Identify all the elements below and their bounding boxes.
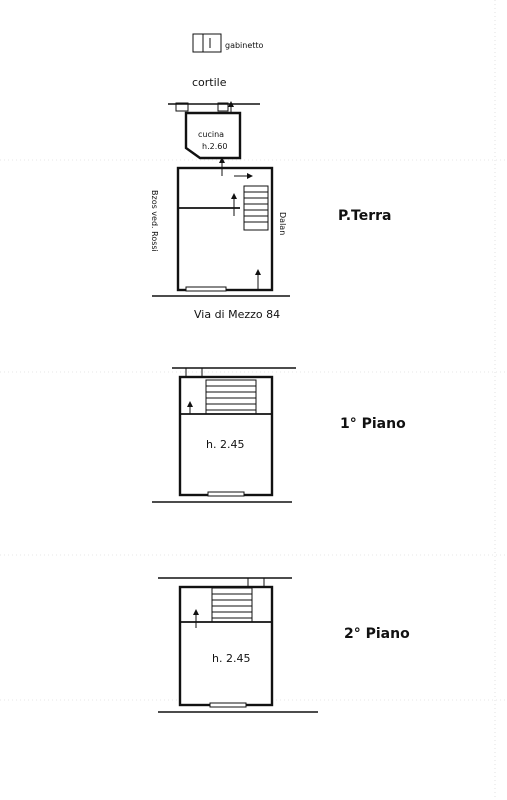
- left-neighbor-label: Bzos ved. Rossi: [150, 190, 159, 252]
- ground-floor-plan: cucina h.2.60 Bzos ved. Rossi Dalan Via …: [150, 101, 290, 321]
- right-neighbor-label: Dalan: [278, 212, 287, 235]
- second-floor-plan: h. 2.45: [158, 577, 318, 713]
- ground-floor-title: P.Terra: [338, 208, 391, 224]
- first-floor-height: h. 2.45: [206, 438, 244, 451]
- kitchen-height: h.2.60: [202, 142, 227, 151]
- second-floor-title: 2° Piano: [344, 626, 410, 642]
- kitchen-label: cucina: [198, 130, 224, 139]
- wc-symbol: [192, 33, 222, 53]
- first-floor-title: 1° Piano: [340, 416, 406, 432]
- first-floor-plan: h. 2.45: [152, 367, 296, 503]
- courtyard-label: cortile: [192, 76, 227, 89]
- second-floor-height: h. 2.45: [212, 652, 250, 665]
- wc-label: gabinetto: [225, 41, 264, 50]
- street-address-label: Via di Mezzo 84: [194, 308, 280, 321]
